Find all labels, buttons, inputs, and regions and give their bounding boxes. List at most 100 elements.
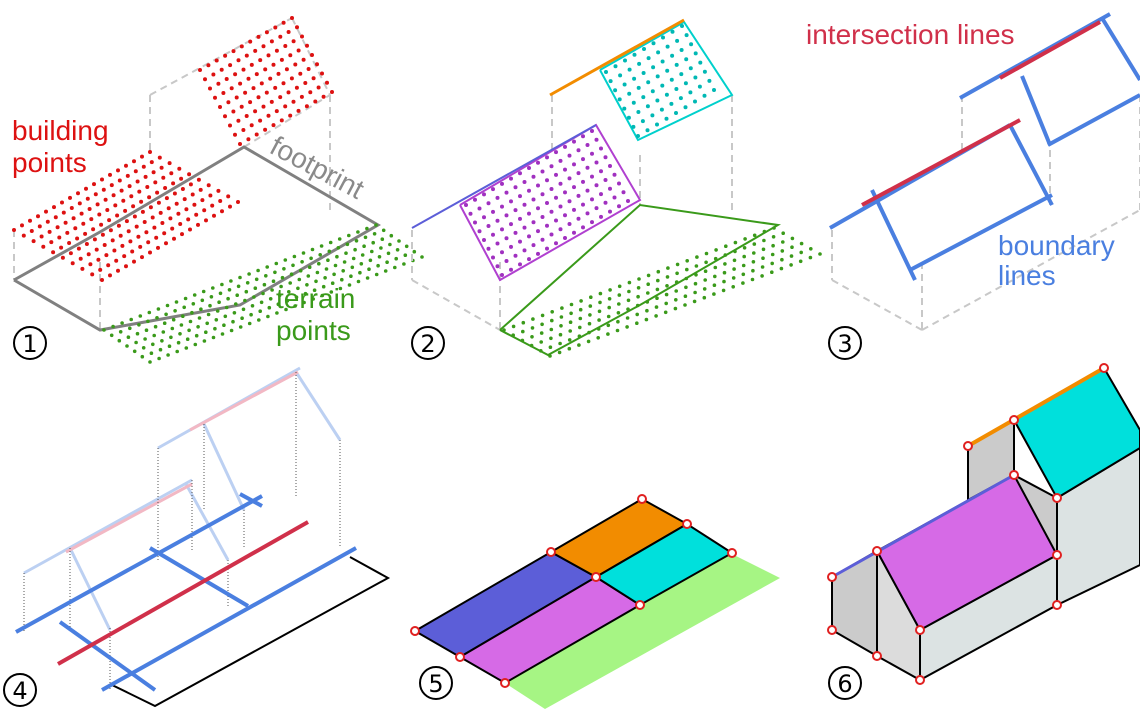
step-badge-4: 4: [3, 673, 37, 707]
point: [300, 34, 304, 39]
point: [693, 290, 697, 295]
point: [84, 242, 89, 246]
point: [641, 71, 646, 75]
point: [223, 53, 228, 58]
footprint-2d: [109, 556, 391, 708]
point: [324, 267, 329, 271]
point: [294, 295, 299, 300]
point: [264, 30, 269, 35]
point: [482, 215, 486, 220]
point: [286, 30, 291, 34]
point: [269, 39, 274, 44]
point: [211, 286, 215, 290]
point: [664, 92, 669, 97]
point: [590, 220, 594, 225]
point: [404, 244, 409, 249]
point: [279, 284, 283, 289]
point: [536, 251, 540, 256]
point: [273, 85, 278, 90]
point: [781, 231, 785, 235]
point: [149, 351, 154, 356]
point: [116, 268, 120, 273]
point: [578, 325, 582, 330]
vertex: [1052, 600, 1062, 610]
point: [818, 252, 822, 256]
point: [661, 35, 665, 40]
point: [670, 53, 675, 58]
vertex: [455, 652, 465, 662]
point: [208, 303, 212, 308]
point: [683, 294, 688, 299]
point: [549, 327, 554, 332]
point: [597, 309, 602, 314]
point: [281, 20, 286, 25]
point: [37, 224, 42, 229]
point: [155, 316, 159, 320]
point: [241, 307, 246, 312]
point: [204, 218, 208, 223]
point: [304, 104, 309, 109]
point: [247, 321, 252, 326]
point: [694, 264, 699, 268]
point: [174, 201, 179, 206]
point: [511, 324, 516, 329]
point: [332, 272, 336, 277]
point: [733, 240, 738, 245]
point: [646, 282, 650, 287]
point: [138, 244, 143, 249]
point: [655, 98, 660, 103]
point: [688, 66, 693, 71]
point: [545, 246, 549, 251]
point: [549, 187, 554, 191]
point: [311, 76, 316, 81]
point: [206, 63, 211, 68]
point: [789, 263, 793, 267]
point: [142, 220, 147, 224]
point: [129, 317, 133, 322]
point: [105, 208, 110, 212]
faded-intersection-lines: [65, 370, 299, 554]
point: [276, 71, 281, 76]
point: [238, 275, 242, 280]
point: [527, 166, 531, 170]
point: [527, 188, 531, 193]
panel-4: 4: [3, 366, 391, 708]
point: [545, 155, 549, 160]
point: [148, 150, 152, 154]
point: [370, 249, 374, 254]
point: [199, 307, 203, 312]
point: [188, 227, 192, 232]
point: [622, 82, 627, 87]
point: [669, 101, 674, 106]
point: [504, 236, 509, 241]
point: [578, 316, 583, 321]
point: [491, 209, 495, 214]
point: [67, 241, 72, 245]
point: [732, 258, 737, 263]
point: [318, 253, 323, 257]
point: [594, 206, 599, 211]
point: [588, 304, 593, 308]
boundary-lines-label: boundary lines: [998, 230, 1123, 291]
vertex: [500, 678, 510, 688]
point: [261, 291, 265, 296]
point: [183, 296, 188, 301]
point: [146, 319, 150, 324]
intersection-lines: [861, 20, 1101, 207]
point: [660, 83, 665, 88]
point: [347, 233, 351, 238]
point: [100, 232, 105, 237]
vertex: [546, 547, 556, 557]
point: [57, 235, 62, 240]
point: [521, 320, 526, 325]
point: [742, 246, 747, 250]
point: [617, 97, 622, 102]
point: [200, 198, 205, 203]
point: [608, 209, 612, 214]
panel-2: 2: [411, 18, 822, 360]
point: [152, 225, 157, 230]
point: [577, 334, 582, 339]
point: [594, 183, 599, 188]
point: [296, 286, 300, 291]
point: [145, 185, 150, 189]
